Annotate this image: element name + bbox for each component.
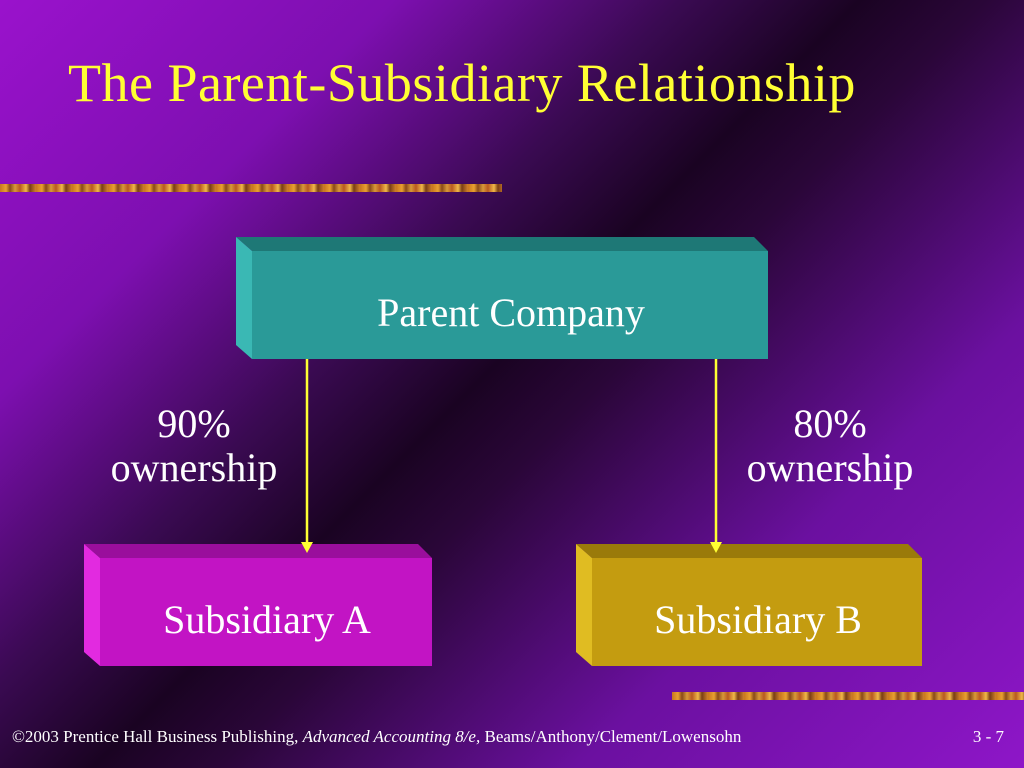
footer-book-title: Advanced Accounting 8/e, [302, 727, 481, 746]
parent-box-front-face [252, 251, 768, 359]
subsidiary-b-top-face [576, 544, 922, 558]
parent-box-shape [236, 237, 768, 359]
footer-authors: Beams/Anthony/Clement/Lowensohn [484, 727, 742, 746]
footer-copyright: ©2003 Prentice Hall Business Publishing, [12, 727, 299, 746]
subsidiary-a-top-face [84, 544, 432, 558]
ownership-percent-b: 80% [793, 401, 867, 446]
ownership-word-a: ownership [110, 445, 278, 490]
subsidiary-a-side-face [84, 544, 100, 666]
subsidiary-a-label: Subsidiary A [163, 597, 371, 642]
subsidiary-b-side-face [576, 544, 592, 666]
slide-title: The Parent-Subsidiary Relationship [68, 53, 856, 113]
page-number: 3 - 7 [972, 727, 1004, 746]
subsidiary-a-box: Subsidiary A [84, 544, 432, 666]
subsidiary-a-box-shape [84, 544, 432, 666]
ownership-percent-a: 90% [157, 401, 231, 446]
ownership-label-a: 90% ownership [96, 402, 292, 490]
ownership-label-b: 80% ownership [732, 402, 928, 490]
subsidiary-b-box-shape [576, 544, 922, 666]
parent-box-side-face [236, 237, 252, 359]
parent-company-box: Parent Company [236, 237, 768, 359]
subsidiary-b-label: Subsidiary B [654, 597, 862, 642]
subsidiary-a-front-face [100, 558, 432, 666]
decorative-rule-bottom [672, 692, 1024, 700]
ownership-word-b: ownership [746, 445, 914, 490]
parent-box-top-face [236, 237, 768, 251]
parent-company-label: Parent Company [377, 290, 645, 335]
subsidiary-b-front-face [592, 558, 922, 666]
subsidiary-b-box: Subsidiary B [576, 544, 922, 666]
footer-citation: ©2003 Prentice Hall Business Publishing,… [12, 727, 741, 747]
decorative-rule-top [0, 184, 502, 192]
